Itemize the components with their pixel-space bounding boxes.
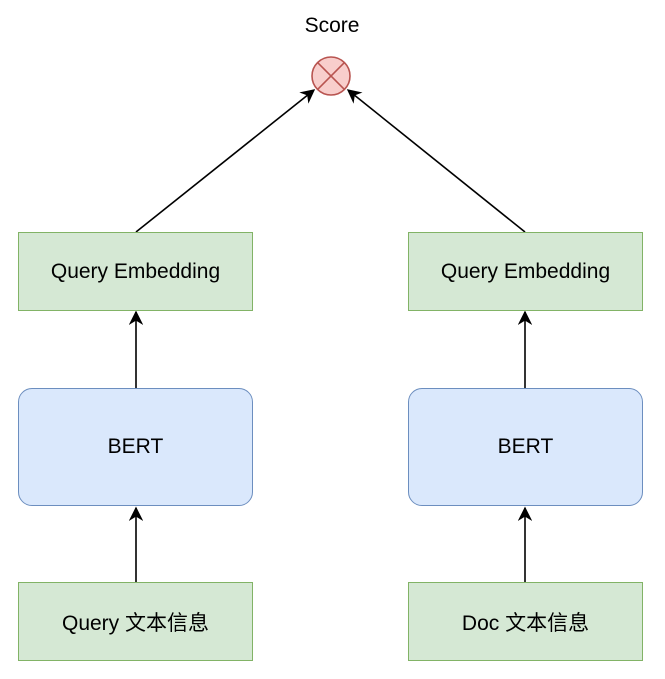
right-query-embedding-label: Query Embedding (440, 259, 611, 283)
arrow-left-embedding-to-score (135, 89, 316, 233)
left-query-text-box: Query 文本信息 (18, 582, 253, 661)
right-bert-label: BERT (497, 435, 554, 458)
left-bert-label: BERT (107, 435, 164, 458)
right-query-embedding-box: Query Embedding (408, 232, 643, 311)
arrow-right-embedding-to-score (346, 89, 526, 233)
score-label: Score (304, 14, 360, 37)
left-query-embedding-label: Query Embedding (50, 259, 221, 283)
left-bert-box: BERT (18, 388, 253, 506)
right-bert-box: BERT (408, 388, 643, 506)
left-query-embedding-box: Query Embedding (18, 232, 253, 311)
right-doc-text-label: Doc 文本信息 (461, 611, 590, 635)
right-doc-text-box: Doc 文本信息 (408, 582, 643, 661)
score-operator-icon (311, 56, 351, 96)
left-query-text-label: Query 文本信息 (61, 611, 210, 635)
